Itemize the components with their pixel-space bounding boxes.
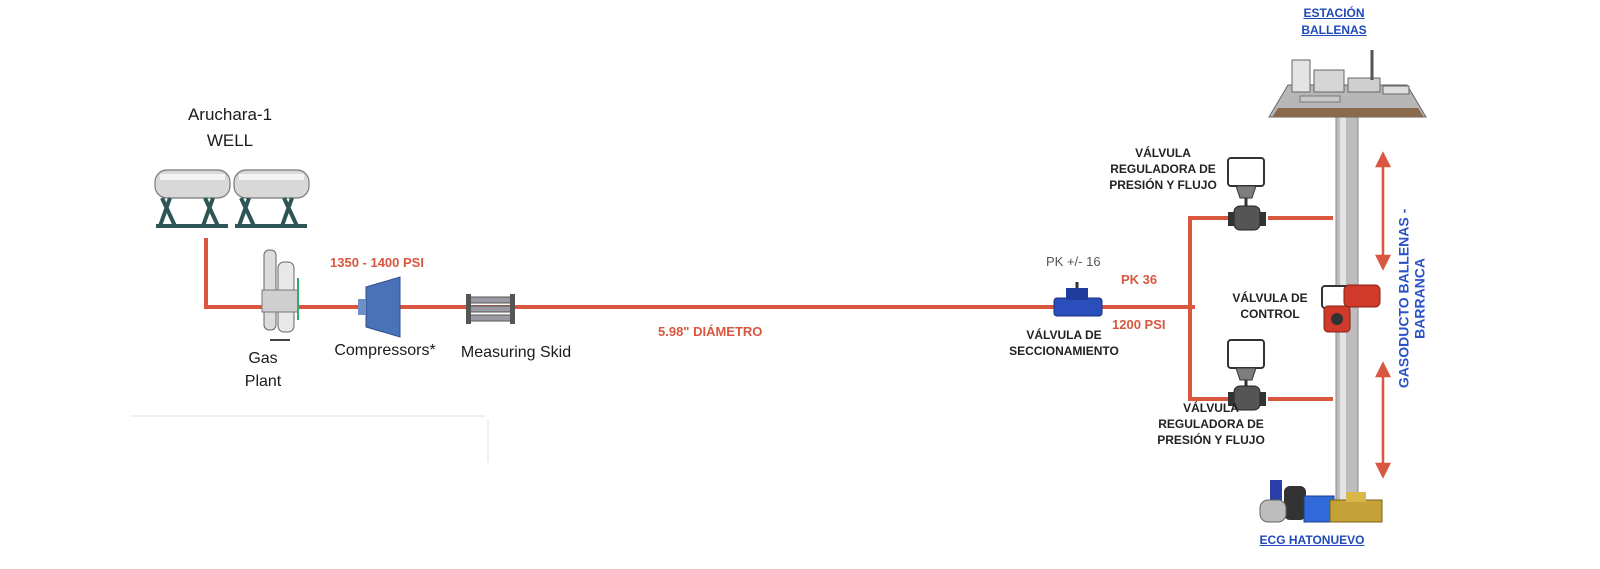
lower-regulator-valve-icon bbox=[1227, 339, 1266, 411]
sectioning-valve-label-line1: VÁLVULA DE bbox=[1026, 328, 1102, 342]
well-name-label: Aruchara-1 bbox=[187, 105, 273, 124]
psi-1200-label: 1200 PSI bbox=[1112, 317, 1166, 332]
diameter-label: 5.98" DIÁMETRO bbox=[658, 324, 763, 339]
ecg-hatonuevo-link[interactable]: ECG HATONUEVO bbox=[1259, 533, 1365, 547]
upper-regulator-valve-icon bbox=[1227, 157, 1266, 231]
pipeline-lines bbox=[204, 216, 1333, 401]
well-tanks-icon bbox=[154, 169, 310, 228]
measuring-skid-icon bbox=[466, 294, 515, 324]
upper-regulator-label-line2: REGULADORA DE bbox=[1110, 162, 1216, 176]
pressure-range-label: 1350 - 1400 PSI bbox=[330, 255, 424, 270]
flow-arrows bbox=[1374, 151, 1392, 479]
well-sub-label: WELL bbox=[206, 131, 254, 150]
upper-regulator-label-line3: PRESIÓN Y FLUJO bbox=[1109, 178, 1217, 192]
station-ballenas-link-line1[interactable]: ESTACIÓN bbox=[1303, 6, 1365, 20]
ecg-hatonuevo-icon bbox=[1259, 480, 1383, 523]
pipeline-name-vertical-line2: BARRANCA bbox=[1411, 257, 1428, 339]
compressor-icon bbox=[358, 276, 401, 338]
ballenas-station-icon bbox=[1268, 50, 1427, 118]
lower-regulator-label-line1: VÁLVULA bbox=[1183, 401, 1239, 415]
control-valve-label-line1: VÁLVULA DE bbox=[1232, 291, 1308, 305]
measuring-skid-label: Measuring Skid bbox=[460, 344, 572, 361]
compressors-label: Compressors* bbox=[334, 342, 436, 359]
well-to-plant-pipe bbox=[204, 238, 262, 309]
pk-16-label: PK +/- 16 bbox=[1046, 254, 1101, 269]
lower-regulator-label-line3: PRESIÓN Y FLUJO bbox=[1157, 433, 1265, 447]
lower-regulator-label-line2: REGULADORA DE bbox=[1158, 417, 1264, 431]
gas-plant-icon bbox=[261, 249, 299, 341]
gas-plant-label-line2: Plant bbox=[244, 373, 282, 390]
sectioning-valve-icon bbox=[1053, 282, 1103, 317]
control-valve-label-line2: CONTROL bbox=[1240, 307, 1300, 321]
station-ballenas-link-line2[interactable]: BALLENAS bbox=[1301, 23, 1367, 37]
control-valve-icon bbox=[1321, 284, 1381, 333]
upper-regulator-label-line1: VÁLVULA bbox=[1135, 146, 1191, 160]
pk-36-label: PK 36 bbox=[1121, 272, 1158, 287]
pipeline-name-vertical-line1: GASODUCTO BALLENAS - bbox=[1395, 208, 1412, 389]
gas-plant-label-line1: Gas bbox=[248, 350, 278, 367]
sectioning-valve-label-line2: SECCIONAMIENTO bbox=[1009, 344, 1119, 358]
